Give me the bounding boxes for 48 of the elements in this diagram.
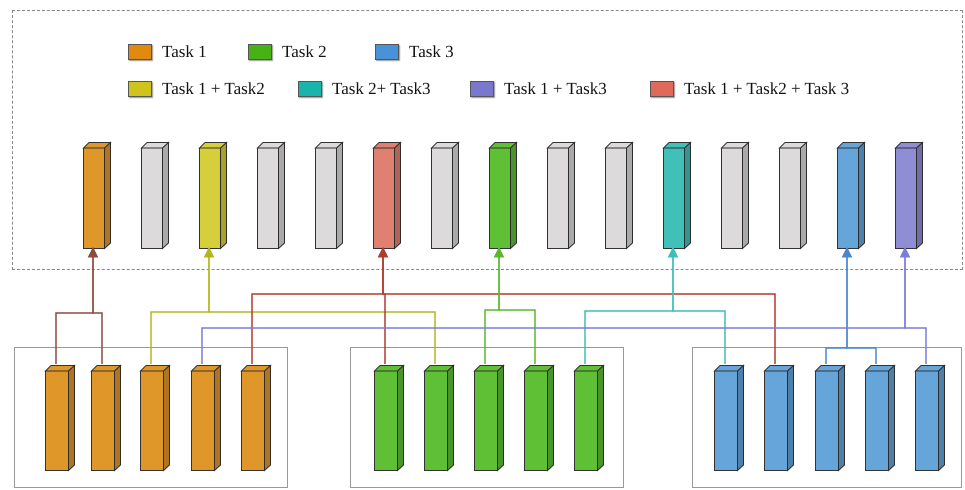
legend-label: Task 1 + Task2 [162, 79, 265, 99]
bar-block [374, 365, 404, 471]
legend-label: Task 2 [282, 42, 327, 62]
legend-label: Task 1 [162, 42, 207, 62]
bar-block [815, 365, 845, 471]
group-frame [14, 347, 288, 488]
bar-block [424, 365, 454, 471]
bar-block [373, 142, 401, 249]
bar-block [83, 142, 111, 249]
bar-block [91, 365, 121, 471]
connector-arrow [494, 246, 536, 364]
bar-block [865, 365, 895, 471]
bar-block [141, 142, 169, 249]
connector-arrow [88, 246, 103, 364]
legend-label: Task 3 [409, 42, 454, 62]
bar-block [779, 142, 807, 249]
bar-block [764, 365, 794, 471]
bar-block [574, 365, 604, 471]
bar-block [241, 365, 271, 471]
bar-block [605, 142, 633, 249]
dashed-frame [12, 10, 963, 270]
legend-label: Task 1 + Task3 [504, 79, 607, 99]
legend-label: Task 1 + Task2 + Task 3 [684, 79, 850, 99]
bar-block [140, 365, 170, 471]
group-frame [692, 347, 962, 488]
connector-arrow [378, 246, 776, 364]
bar-block [895, 142, 923, 249]
bar-block [431, 142, 459, 249]
legend-label: Task 2+ Task3 [332, 79, 430, 99]
bar-block [524, 365, 554, 471]
bar-block [663, 142, 691, 249]
bar-block [191, 365, 221, 471]
bar-block [257, 142, 285, 249]
bar-block [199, 142, 227, 249]
bar-block [489, 142, 517, 249]
connector-arrow [668, 246, 726, 364]
connector-arrow [204, 246, 436, 364]
bar-block [915, 365, 945, 471]
group-frame [350, 347, 624, 488]
bar-block [315, 142, 343, 249]
connector-arrow [900, 246, 927, 364]
bar-block [45, 365, 75, 471]
bar-block [474, 365, 504, 471]
bar-block [714, 365, 744, 471]
connector-arrow [842, 246, 877, 364]
bar-block [547, 142, 575, 249]
bar-block [837, 142, 865, 249]
bar-block [721, 142, 749, 249]
